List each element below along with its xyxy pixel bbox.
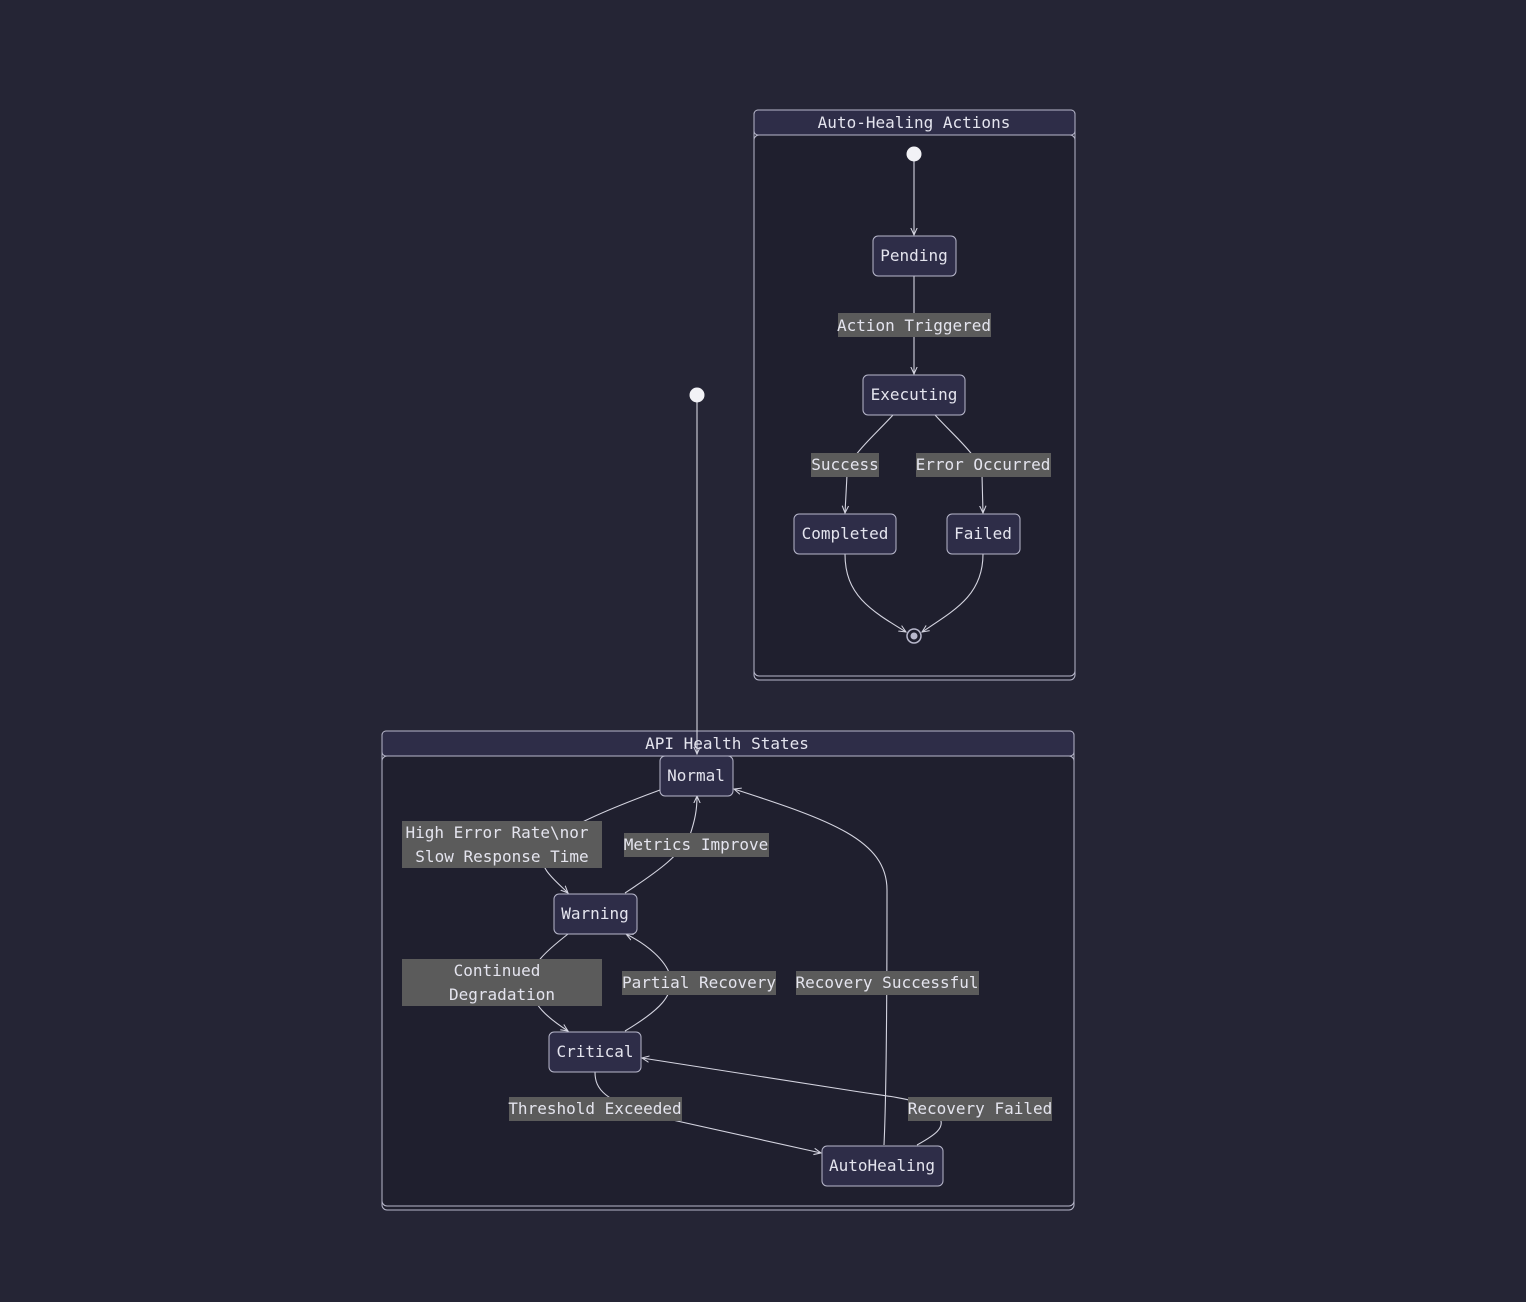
state-pending[interactable]: Pending xyxy=(872,235,957,277)
svg-text:Error Occurred: Error Occurred xyxy=(916,455,1051,474)
edge-label-action-triggered: Action Triggered xyxy=(837,313,991,337)
svg-text:Continued: Continued xyxy=(454,961,541,980)
svg-text:Slow Response Time: Slow Response Time xyxy=(415,847,588,866)
start-dot-api-health xyxy=(689,387,705,403)
cluster-auto-healing-title: Auto-Healing Actions xyxy=(818,113,1011,132)
svg-text:Degradation: Degradation xyxy=(449,985,555,1004)
edge-label-metrics-improve: Metrics Improve xyxy=(624,833,769,857)
state-normal[interactable]: Normal xyxy=(659,755,734,797)
state-executing[interactable]: Executing xyxy=(862,374,966,416)
svg-text:AutoHealing: AutoHealing xyxy=(829,1156,935,1175)
edge-label-recovery-successful: Recovery Successful xyxy=(795,971,979,995)
svg-text:Executing: Executing xyxy=(871,385,958,404)
state-critical[interactable]: Critical xyxy=(548,1031,642,1073)
cluster-auto-healing-header xyxy=(753,109,1076,136)
edge-label-success: Success xyxy=(811,453,879,477)
state-warning[interactable]: Warning xyxy=(553,893,638,935)
state-failed[interactable]: Failed xyxy=(946,513,1021,555)
edge-label-recovery-failed: Recovery Failed xyxy=(908,1097,1053,1121)
end-state-auto-healing xyxy=(906,628,922,644)
svg-text:High Error Rate\nor: High Error Rate\nor xyxy=(405,823,588,842)
svg-text:Critical: Critical xyxy=(556,1042,633,1061)
svg-text:Recovery Failed: Recovery Failed xyxy=(908,1099,1053,1118)
edge-failed-to-end xyxy=(922,553,984,632)
state-autohealing[interactable]: AutoHealing xyxy=(821,1145,944,1187)
svg-text:Recovery Successful: Recovery Successful xyxy=(795,973,978,992)
state-completed[interactable]: Completed xyxy=(793,513,897,555)
start-dot-auto-healing xyxy=(906,146,922,162)
svg-text:Failed: Failed xyxy=(954,524,1012,543)
svg-text:Partial Recovery: Partial Recovery xyxy=(622,973,776,992)
svg-text:Normal: Normal xyxy=(667,766,725,785)
svg-text:Pending: Pending xyxy=(880,246,947,265)
svg-text:Success: Success xyxy=(811,455,878,474)
edge-label-error-occurred: Error Occurred xyxy=(916,453,1051,477)
edge-label-partial-recovery: Partial Recovery xyxy=(622,971,776,995)
svg-text:Action Triggered: Action Triggered xyxy=(837,316,991,335)
svg-text:Threshold Exceeded: Threshold Exceeded xyxy=(508,1099,681,1118)
edge-autohealing-to-normal xyxy=(734,789,888,1146)
edge-label-high-error-rate: High Error Rate\nor Slow Response Time xyxy=(402,821,602,868)
edge-label-threshold-exceeded: Threshold Exceeded xyxy=(508,1097,682,1121)
edge-label-continued-degradation: Continued Degradation xyxy=(402,959,602,1006)
edge-completed-to-end xyxy=(844,553,906,632)
svg-text:Metrics Improve: Metrics Improve xyxy=(624,835,769,854)
svg-text:Completed: Completed xyxy=(802,524,889,543)
svg-text:Warning: Warning xyxy=(561,904,628,923)
cluster-api-health-title: API Health States xyxy=(645,734,809,753)
